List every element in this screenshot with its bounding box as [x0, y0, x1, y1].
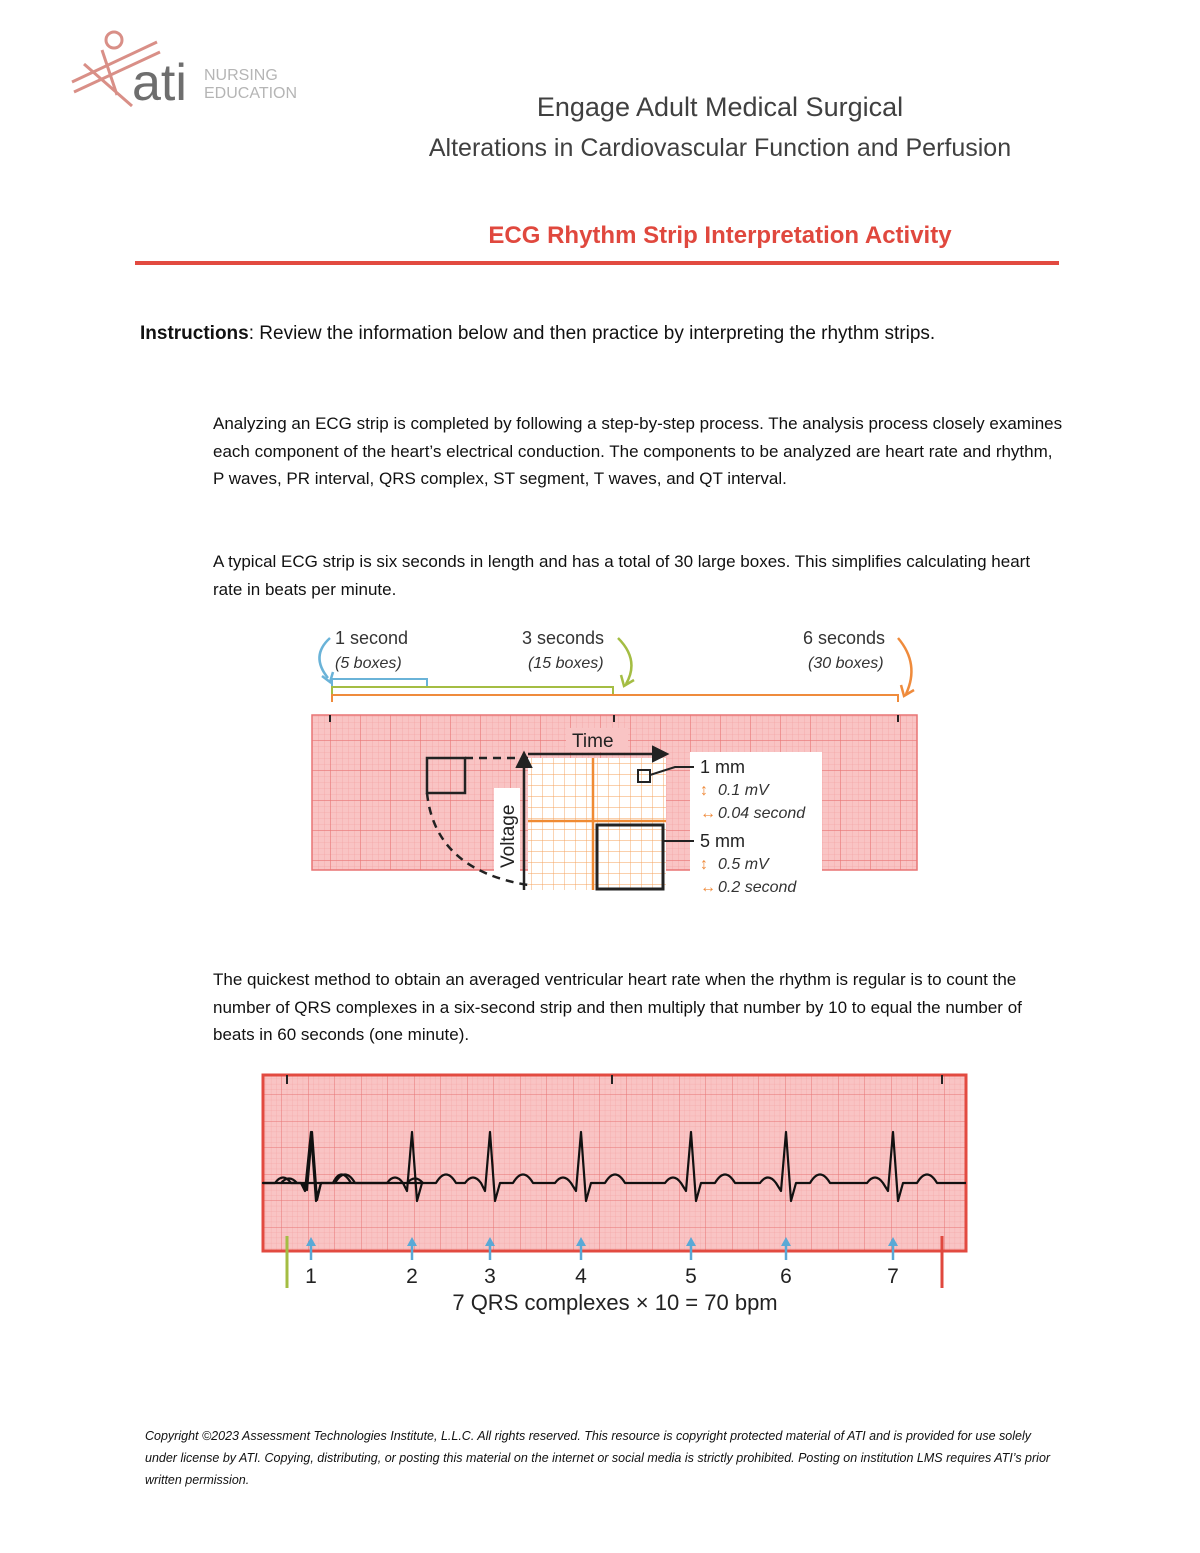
small-box-time: 0.04 second [718, 805, 806, 822]
bracket-3-seconds [331, 686, 614, 694]
large-box [595, 823, 665, 891]
small-box-size: 1 mm [700, 757, 745, 777]
large-box-voltage: 0.5 mV [718, 856, 770, 873]
beat-number: 1 [305, 1265, 317, 1288]
beat-arrow-head-icon [781, 1237, 791, 1246]
small-box-voltage-icon: ↕ [700, 782, 708, 799]
beat-number: 2 [406, 1265, 418, 1288]
label-6-seconds: 6 seconds [803, 628, 885, 648]
beat-arrow-head-icon [576, 1237, 586, 1246]
beat-arrow-head-icon [485, 1237, 495, 1246]
beat-number: 3 [484, 1265, 496, 1288]
small-box [637, 769, 651, 783]
large-box-voltage-icon: ↕ [700, 856, 708, 873]
logo-sub1: NURSING [204, 67, 278, 84]
time-label: Time [572, 731, 614, 752]
ecg-grid-figure: 1 second (5 boxes) 3 seconds (15 boxes) … [311, 628, 918, 896]
paragraph-heart-rate-method: The quickest method to obtain an average… [213, 970, 1022, 1044]
beat-arrow-head-icon [686, 1237, 696, 1246]
label-3-seconds-boxes: (15 boxes) [528, 655, 604, 672]
beat-arrow-head-icon [407, 1237, 417, 1246]
large-box-time: 0.2 second [718, 879, 797, 896]
ati-logo: ati NURSING EDUCATION [71, 30, 297, 110]
label-6-seconds-boxes: (30 boxes) [808, 655, 884, 672]
large-box-time-icon: ↔ [700, 879, 716, 896]
paragraph-strip-length: A typical ECG strip is six seconds in le… [213, 552, 1031, 599]
heart-rate-formula: 7 QRS complexes × 10 = 70 bpm [452, 1290, 777, 1315]
logo-sub2: EDUCATION [204, 85, 297, 102]
beat-number: 6 [780, 1265, 792, 1288]
paragraph-analysis: Analyzing an ECG strip is completed by f… [213, 414, 1063, 488]
instructions: Instructions: Review the information bel… [140, 323, 1080, 345]
arrow-3-seconds-icon [617, 637, 633, 685]
large-box-size: 5 mm [700, 831, 745, 851]
beat-number: 5 [685, 1265, 697, 1288]
course-title: Engage Adult Medical Surgical [536, 92, 904, 122]
activity-title: ECG Rhythm Strip Interpretation Activity [488, 222, 952, 249]
bracket-6-seconds [331, 694, 899, 702]
instructions-text: : Review the information below and then … [248, 323, 936, 344]
beat-arrow-head-icon [888, 1237, 898, 1246]
copyright-notice: Copyright ©2023 Assessment Technologies … [145, 1429, 1051, 1487]
beat-number: 4 [575, 1265, 587, 1288]
label-1-second-boxes: (5 boxes) [335, 655, 402, 672]
beat-arrow-head-icon [306, 1237, 316, 1246]
small-box-voltage: 0.1 mV [718, 782, 770, 799]
sample-large-box [425, 756, 467, 795]
bracket-1-second [331, 678, 428, 686]
logo-text: ati [132, 54, 187, 110]
label-1-second: 1 second [335, 628, 408, 648]
logo-figure-icon [71, 30, 161, 108]
label-3-seconds: 3 seconds [522, 628, 604, 648]
small-box-time-icon: ↔ [700, 805, 716, 822]
arrow-6-seconds-icon [897, 637, 913, 695]
arrow-1-second-icon [318, 637, 331, 679]
instructions-label: Instructions [140, 323, 249, 344]
topic-title: Alterations in Cardiovascular Function a… [428, 134, 1012, 162]
rhythm-strip-figure: 1 2 3 4 5 6 7 7 QRS complexes × 10 = 70 bpm [261, 1073, 968, 1315]
title-divider [135, 261, 1059, 265]
beat-number: 7 [887, 1265, 899, 1288]
voltage-label: Voltage [498, 805, 519, 868]
